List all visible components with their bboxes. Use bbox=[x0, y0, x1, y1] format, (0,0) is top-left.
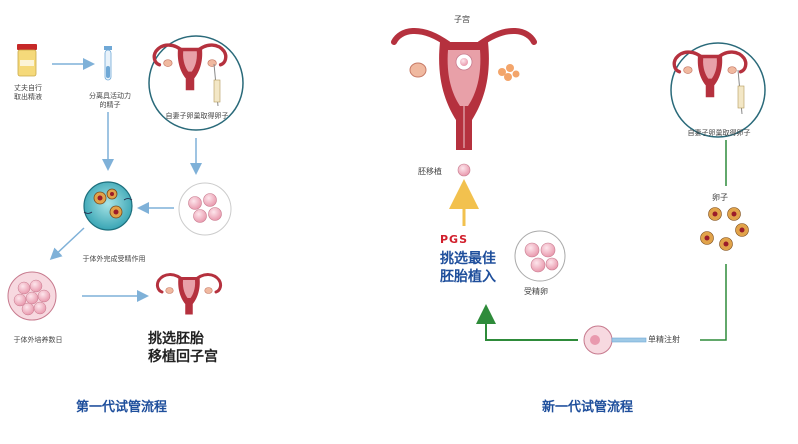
egg-label: 卵子 bbox=[712, 193, 728, 202]
select-embryo-line-2: 移植回子宫 bbox=[148, 349, 218, 365]
green-arrow-icsi-to-select bbox=[476, 304, 578, 341]
uterus-label: 子宫 bbox=[454, 15, 470, 24]
separate-sperm-label: 分离具活动力 的精子 bbox=[78, 92, 142, 110]
culture-label: 于体外培养数日 bbox=[13, 336, 63, 344]
eggs-circle-icon bbox=[178, 182, 232, 236]
separate-label-line-2: 的精子 bbox=[99, 101, 121, 109]
select-best-line-1: 挑选最佳 bbox=[440, 251, 496, 267]
embryo-icon bbox=[457, 163, 471, 177]
select-embryo-line-1: 挑选胚胎 bbox=[148, 331, 204, 347]
semen-cup-icon bbox=[17, 44, 37, 77]
uterus-large-icon bbox=[391, 27, 537, 150]
egg-retrieval-circle bbox=[148, 35, 244, 131]
icsi-label: 单精注射 bbox=[648, 335, 680, 344]
syringe-icon-right bbox=[737, 69, 745, 115]
eggs-scatter-icon bbox=[700, 207, 749, 251]
syringe-icon bbox=[213, 63, 221, 107]
green-line-eggs-to-icsi bbox=[700, 264, 727, 341]
separate-label-line-1: 分离具活动力 bbox=[89, 92, 131, 100]
arrow-dish-to-culture bbox=[49, 227, 85, 261]
husband-label-line-1: 丈夫自行 bbox=[14, 84, 42, 92]
culture-embryo-icon bbox=[7, 271, 57, 321]
embryo-transfer-label: 胚移植 bbox=[418, 167, 442, 176]
uterus-small-icon bbox=[155, 273, 223, 316]
fertilized-egg-label: 受精卵 bbox=[524, 287, 548, 296]
husband-label: 丈夫自行 取出精液 bbox=[6, 84, 50, 102]
fertilized-eggs-circle-icon bbox=[514, 230, 566, 282]
egg-retrieval-label: 自妻子卵巢取得卵子 bbox=[165, 112, 229, 120]
egg-retrieval-circle-right bbox=[670, 42, 766, 138]
fertilization-dish-icon bbox=[83, 181, 133, 231]
fertilization-label: 于体外完成受精作用 bbox=[82, 255, 146, 263]
first-gen-title: 第一代试管流程 bbox=[76, 400, 168, 415]
test-tube-icon bbox=[104, 46, 112, 81]
select-best-embryo-text: 挑选最佳 胚胎植入 bbox=[440, 250, 496, 286]
icsi-egg-needle-icon bbox=[583, 325, 647, 355]
new-gen-title: 新一代试管流程 bbox=[542, 400, 634, 415]
husband-label-line-2: 取出精液 bbox=[14, 93, 42, 101]
pgs-label: PGS bbox=[440, 233, 469, 246]
select-embryo-text: 挑选胚胎 移植回子宫 bbox=[148, 330, 218, 366]
select-best-line-2: 胚胎植入 bbox=[440, 269, 496, 285]
follicle-cluster-icon bbox=[498, 64, 520, 81]
egg-retrieval-label-right: 自妻子卵巢取得卵子 bbox=[687, 129, 751, 137]
